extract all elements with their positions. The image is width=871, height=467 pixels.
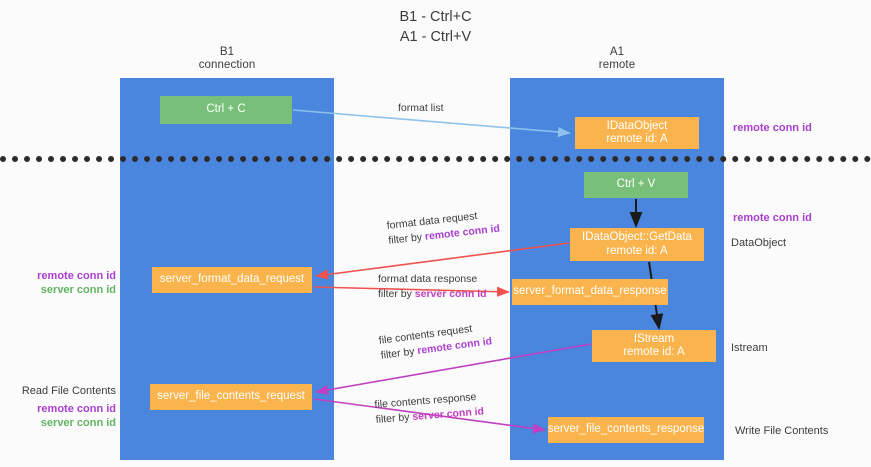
annotation-left-remote-conn-id-2: remote conn id [37,403,116,415]
node-server-file-contents-response-label: server_file_contents_response [547,423,705,436]
node-server-file-contents-response[interactable]: server_file_contents_response [548,417,704,443]
node-istream-line-1: IStream [633,332,675,345]
node-server-format-data-response-label: server_format_data_response [513,285,667,298]
edge-label-format-data-response-line-2: filter by server conn id [378,287,487,302]
edge-label-format-list: format list [398,101,444,116]
node-istream[interactable]: IStream remote id: A [592,330,716,362]
column-header-b1: B1 connection [147,46,307,72]
node-istream-line-2: remote id: A [623,346,685,358]
column-header-a1: A1 remote [537,46,697,72]
node-ctrl-v[interactable]: Ctrl + V [584,172,688,198]
node-ctrl-v-label: Ctrl + V [616,178,656,191]
edge-label-format-data-request: format data request filter by remote con… [386,207,501,249]
diagram-title: B1 - Ctrl+C A1 - Ctrl+V [0,7,871,47]
column-header-b1-role: connection [198,59,256,71]
filter-prefix: filter by [378,288,415,300]
node-getdata-line-1: IDataObject::GetData [582,231,692,243]
node-server-format-data-response[interactable]: server_format_data_response [512,279,668,305]
filter-prefix: filter by [380,345,419,362]
annotation-left-conn-ids-top: remote conn id server conn id [20,269,116,297]
annotation-remote-conn-id-top: remote conn id [733,122,812,134]
annotation-istream: Istream [731,342,768,354]
node-ctrl-c[interactable]: Ctrl + C [160,96,292,124]
annotation-left-server-conn-id-1: server conn id [40,284,116,296]
filter-key-server-conn-id: server conn id [414,288,487,300]
node-server-format-data-request-label: server_format_data_request [159,273,305,286]
edge-label-file-contents-request: file contents request filter by remote c… [378,319,493,363]
annotation-read-file-contents: Read File Contents [21,385,116,397]
node-server-format-data-request[interactable]: server_format_data_request [152,267,312,293]
node-server-file-contents-request[interactable]: server_file_contents_request [150,384,312,410]
diagram-title-line-1: B1 - Ctrl+C [399,9,472,25]
filter-prefix: filter by [375,411,413,426]
node-idataobject-getdata[interactable]: IDataObject::GetData remote id: A [570,228,704,261]
section-divider [0,156,871,162]
node-getdata-line-2: remote id: A [606,244,668,257]
annotation-left-server-conn-id-2: server conn id [40,417,116,429]
annotation-dataobject: DataObject [731,237,787,249]
edge-label-format-data-response-line-1: format data response [378,273,478,285]
annotation-remote-conn-id-mid: remote conn id [733,212,812,224]
node-ctrl-c-label: Ctrl + C [206,103,246,116]
annotation-write-file-contents: Write File Contents [735,425,829,437]
edge-label-format-data-response: format data response filter by server co… [378,272,487,302]
edge-label-format-list-text: format list [398,102,444,114]
node-server-file-contents-request-label: server_file_contents_request [157,390,305,403]
node-idataobject-line-1: IDataObject [606,119,668,132]
node-idataobject[interactable]: IDataObject remote id: A [575,117,699,149]
column-header-b1-name: B1 [219,46,235,58]
column-header-a1-name: A1 [609,46,625,58]
node-idataobject-line-2: remote id: A [606,133,668,145]
annotation-left-conn-ids-bottom: remote conn id server conn id [20,402,116,430]
diagram-title-line-2: A1 - Ctrl+V [399,29,472,45]
annotation-left-remote-conn-id-1: remote conn id [37,270,116,282]
filter-prefix: filter by [387,230,426,247]
column-header-a1-role: remote [598,59,636,71]
edge-label-file-contents-response: file contents response filter by server … [374,389,485,427]
